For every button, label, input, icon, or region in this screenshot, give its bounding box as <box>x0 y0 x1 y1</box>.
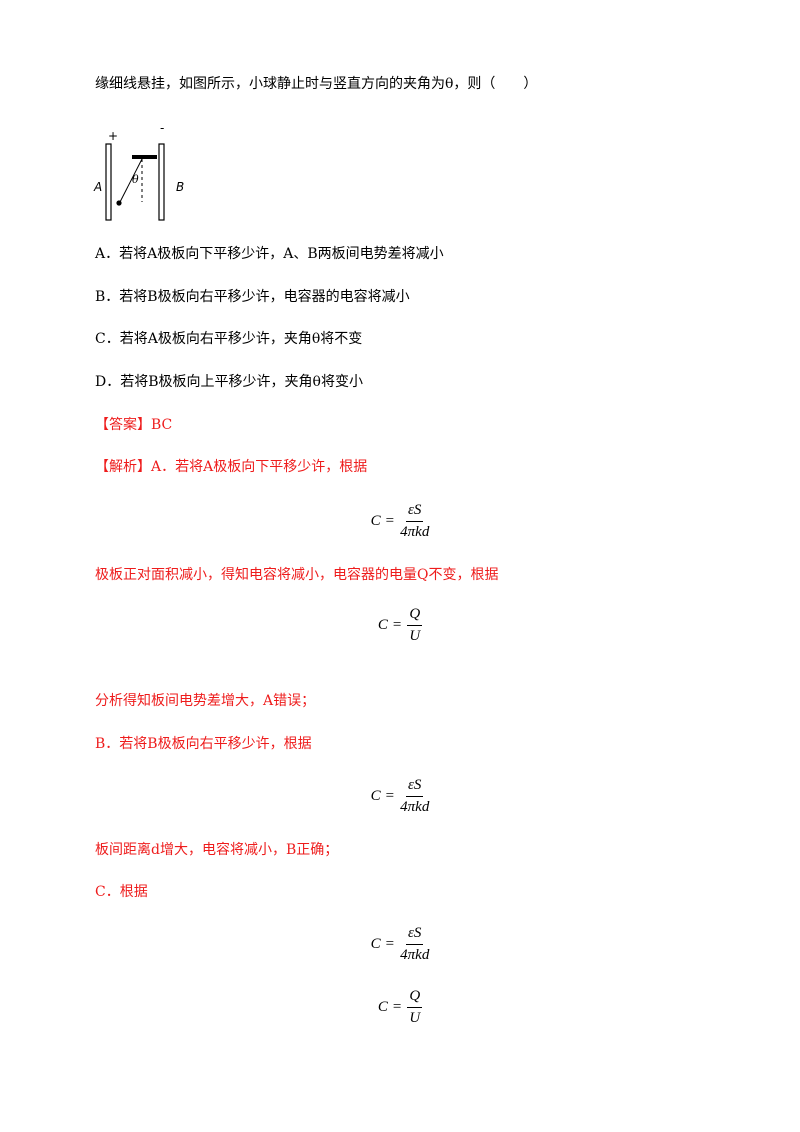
capacitance-formula-2: C= εS 4πkd <box>0 777 800 816</box>
capacitor-diagram: + - A B θ <box>93 122 184 221</box>
formula-denominator: 4πkd <box>400 524 430 540</box>
formula-numerator: εS <box>406 925 424 945</box>
analysis-label: 【解析】 <box>95 459 151 475</box>
plate-a <box>105 143 112 221</box>
formula-fraction: εS 4πkd <box>400 925 429 964</box>
formula-lhs: C <box>370 936 381 952</box>
formula-denominator: U <box>409 628 421 644</box>
plate-a-label: A <box>93 180 102 194</box>
suspension-thread <box>119 158 143 203</box>
formula-numerator: εS <box>406 777 424 797</box>
formula-fraction: εS 4πkd <box>400 777 429 816</box>
minus-sign: - <box>160 122 164 135</box>
formula-equals: = <box>392 999 402 1015</box>
formula-fraction: εS 4πkd <box>400 502 429 541</box>
analysis-text-a: A．若将A极板向下平移少许，根据 <box>151 459 368 475</box>
formula-numerator: Q <box>407 988 423 1008</box>
ceiling-support <box>132 155 157 159</box>
analysis-line-a: 【解析】A．若将A极板向下平移少许，根据 <box>95 457 367 477</box>
plus-sign: + <box>108 129 118 143</box>
answer-value: BC <box>151 417 173 433</box>
analysis-text-3: B．若将B极板向右平移少许，根据 <box>95 736 312 752</box>
analysis-text-1: 极板正对面积减小，得知电容将减小，电容器的电量Q不变，根据 <box>95 567 499 583</box>
analysis-text-2: 分析得知板间电势差增大，A错误； <box>95 693 316 709</box>
formula-equals: = <box>385 936 395 952</box>
formula-denominator: U <box>409 1010 421 1026</box>
option-d: D．若将B极板向上平移少许，夹角θ将变小 <box>95 374 363 390</box>
answer-label: 【答案】 <box>95 417 151 433</box>
formula-lhs: C <box>377 999 388 1015</box>
option-c: C．若将A极板向右平移少许，夹角θ将不变 <box>95 331 363 347</box>
formula-equals: = <box>385 513 395 529</box>
formula-equals: = <box>385 788 395 804</box>
capacitance-formula-1: C= εS 4πkd <box>0 502 800 541</box>
plate-b <box>158 143 165 221</box>
formula-denominator: 4πkd <box>400 799 430 815</box>
option-b: B．若将B极板向右平移少许，电容器的电容将减小 <box>95 289 410 305</box>
formula-lhs: C <box>377 617 388 633</box>
question-stem: 缘细线悬挂，如图所示，小球静止时与竖直方向的夹角为θ，则（ ） <box>95 76 538 92</box>
formula-lhs: C <box>370 788 381 804</box>
plate-b-label: B <box>176 180 184 194</box>
formula-denominator: 4πkd <box>400 947 430 963</box>
analysis-text-4: 板间距离d增大，电容将减小，B正确； <box>95 842 339 858</box>
formula-equals: = <box>392 617 402 633</box>
analysis-text-5: C．根据 <box>95 884 148 900</box>
formula-numerator: εS <box>406 502 424 522</box>
capacitance-formula-3: C= εS 4πkd <box>0 925 800 964</box>
angle-label: θ <box>132 173 139 186</box>
formula-lhs: C <box>370 513 381 529</box>
charged-ball <box>116 200 122 206</box>
formula-numerator: Q <box>407 606 423 626</box>
answer-line: 【答案】BC <box>95 415 172 435</box>
option-a: A．若将A极板向下平移少许，A、B两板间电势差将减小 <box>95 246 444 262</box>
